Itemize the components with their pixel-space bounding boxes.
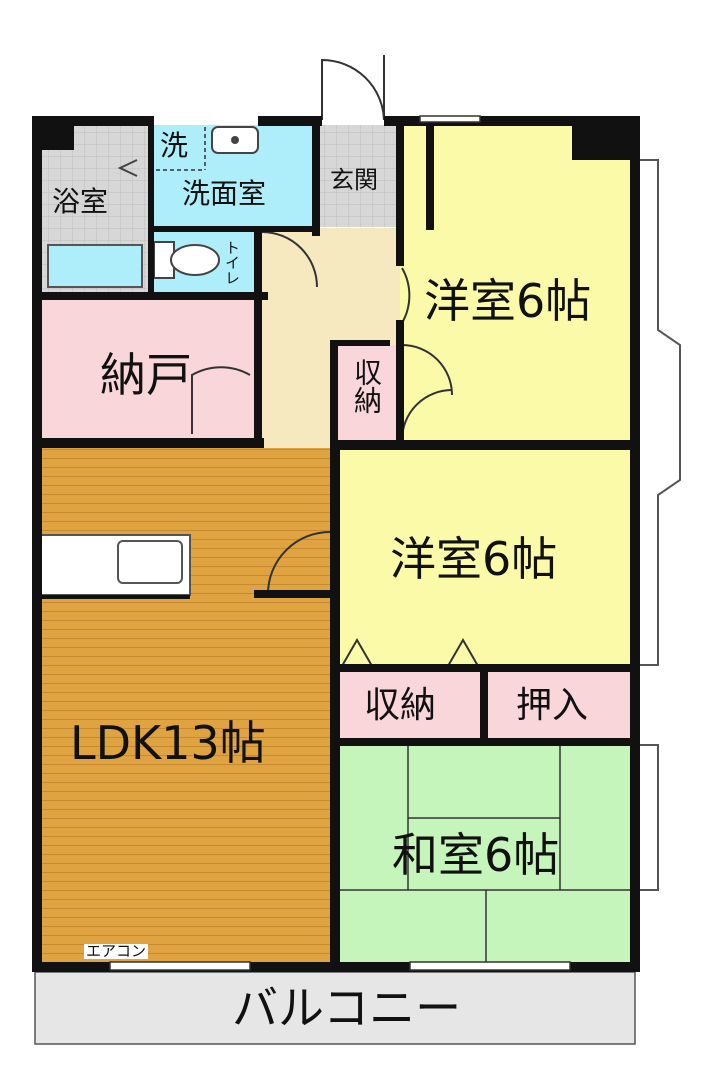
label-western-room-1: 洋室6帖 (424, 274, 592, 328)
label-storage-1: 収納 (350, 358, 383, 414)
label-closet-room: 納戸 (100, 348, 192, 402)
balcony-windows (109, 115, 571, 971)
label-ldk: LDK13帖 (70, 716, 266, 770)
western-room-2 (340, 448, 632, 666)
sanitary-fixtures (117, 126, 259, 279)
kitchen-sink (117, 540, 183, 584)
storage-1 (338, 345, 396, 440)
label-toilet: トイレ (223, 240, 241, 285)
label-aircon: エアコン (84, 942, 149, 960)
label-balcony: バルコニー (232, 981, 462, 1035)
label-western-room-2: 洋室6帖 (390, 532, 558, 586)
western-room-1 (400, 125, 632, 443)
label-japanese-room: 和室6帖 (392, 828, 560, 882)
label-oshiire: 押入 (516, 685, 589, 726)
label-storage-2: 収納 (364, 685, 437, 726)
label-entrance: 玄関 (330, 166, 378, 194)
entrance-tile (318, 125, 400, 227)
storage-2 (340, 672, 482, 740)
closet-room (40, 300, 260, 440)
bathtub (47, 244, 143, 288)
label-bath: 浴室 (52, 185, 109, 218)
tatami-lines (340, 745, 632, 968)
balcony (34, 971, 636, 1045)
label-washroom: 洗面室 (182, 177, 267, 210)
oshiire-closet (488, 672, 632, 740)
walls (32, 116, 640, 972)
label-wash-mark: 洗 (160, 129, 189, 162)
